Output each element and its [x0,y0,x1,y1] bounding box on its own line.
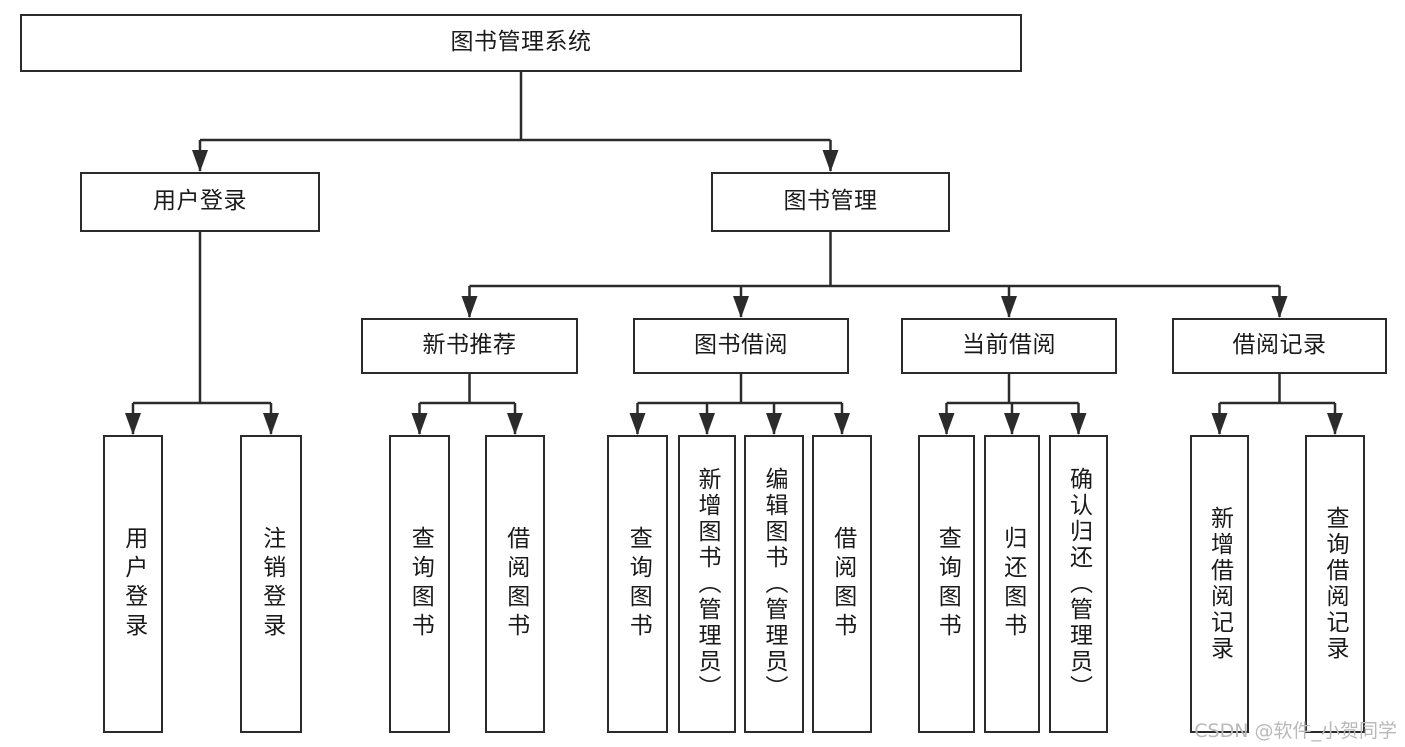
node-leaf-query-book-1[interactable]: 查询图书 [389,435,450,733]
node-label: 注销登录 [258,526,285,642]
node-label: 用户登录 [120,526,147,642]
node-leaf-user-logout[interactable]: 注销登录 [240,435,302,733]
node-label: 当前借阅 [962,332,1056,359]
node-borrow-record[interactable]: 借阅记录 [1172,318,1387,374]
node-leaf-query-book-3[interactable]: 查询图书 [918,435,975,733]
node-label: 借阅图书 [502,526,529,642]
arrowhead-icon [1004,413,1020,435]
node-label: 图书管理系统 [450,29,592,56]
node-leaf-borrow-book-2[interactable]: 借阅图书 [812,435,872,733]
node-book-borrow[interactable]: 图书借阅 [633,318,849,374]
node-leaf-add-record[interactable]: 新增借阅记录 [1190,435,1249,733]
node-label: 查询借阅记录 [1322,506,1349,662]
node-label: 新增图书（管理员） [694,467,721,701]
arrowhead-icon [1001,296,1017,318]
node-label: 归还图书 [999,526,1026,642]
arrowhead-icon [733,296,749,318]
node-label: 借阅记录 [1232,332,1327,359]
arrowhead-icon [1327,413,1343,435]
node-root[interactable]: 图书管理系统 [20,14,1022,72]
node-label: 新增借阅记录 [1206,506,1233,662]
node-label: 借阅图书 [829,526,856,642]
watermark-text: CSDN @软件_小贺同学 [1194,720,1397,742]
node-label: 编辑图书（管理员） [761,467,788,701]
arrowhead-icon [1211,413,1228,435]
node-label: 查询图书 [407,526,434,642]
arrowhead-icon [766,413,782,435]
node-label: 确认归还（管理员） [1065,467,1092,701]
arrowhead-icon [192,150,208,172]
node-current-borrow[interactable]: 当前借阅 [901,318,1117,374]
arrowhead-icon [938,413,955,435]
node-user-login[interactable]: 用户登录 [80,172,320,232]
node-leaf-query-record[interactable]: 查询借阅记录 [1305,435,1365,733]
arrowhead-icon [263,413,279,435]
arrowhead-icon [507,413,523,435]
node-label: 用户登录 [153,188,247,215]
node-new-book-rec[interactable]: 新书推荐 [361,318,578,374]
arrowhead-icon [629,413,646,435]
node-label: 新书推荐 [422,332,517,359]
arrowhead-icon [699,413,715,435]
node-book-manage[interactable]: 图书管理 [711,172,950,232]
node-label: 图书借阅 [694,332,788,359]
node-leaf-return-book[interactable]: 归还图书 [984,435,1040,733]
node-leaf-edit-book[interactable]: 编辑图书（管理员） [744,435,804,733]
node-leaf-user-login[interactable]: 用户登录 [103,435,163,733]
arrowhead-icon [834,413,850,435]
arrowhead-icon [125,413,141,435]
node-leaf-query-book-2[interactable]: 查询图书 [607,435,668,733]
arrowhead-icon [1271,296,1288,318]
arrowhead-icon [1070,413,1087,435]
arrowhead-icon [411,413,428,435]
node-label: 图书管理 [783,188,878,215]
node-label: 查询图书 [625,526,652,642]
node-leaf-confirm-return[interactable]: 确认归还（管理员） [1049,435,1108,733]
arrowhead-icon [822,150,839,172]
node-leaf-add-book[interactable]: 新增图书（管理员） [678,435,736,733]
arrowhead-icon [461,296,478,318]
node-label: 查询图书 [934,526,961,642]
node-leaf-borrow-book-1[interactable]: 借阅图书 [485,435,545,733]
